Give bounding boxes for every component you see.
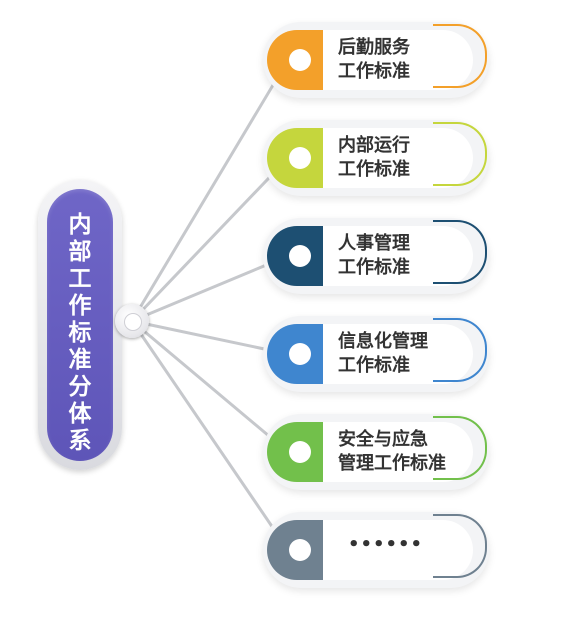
connector-line-4 xyxy=(131,319,289,356)
branch-label-line-1: 内部运行 xyxy=(338,135,410,156)
branch-item: 后勤服务工作标准 xyxy=(263,22,509,98)
branch-ellipsis: •••••• xyxy=(348,534,424,555)
branch-label-line-2: 工作标准 xyxy=(338,61,410,82)
root-node-char: 体 xyxy=(68,401,92,427)
branch-arc-decoration xyxy=(433,514,487,578)
root-node-char: 分 xyxy=(68,374,92,400)
branch-label-line-1: 人事管理 xyxy=(338,233,410,254)
branch-label-line-2: 工作标准 xyxy=(338,159,410,180)
branch-item: 信息化管理工作标准 xyxy=(263,316,509,392)
root-node xyxy=(47,189,113,461)
connector-line-6 xyxy=(130,320,290,551)
branch-item: 人事管理工作标准 xyxy=(263,218,509,294)
root-node-char: 标 xyxy=(68,320,92,346)
connector-group xyxy=(130,59,290,551)
branch-dot-icon xyxy=(289,49,311,71)
hub-circle xyxy=(115,304,149,338)
connector-line-1 xyxy=(130,59,290,322)
root-node-char: 工 xyxy=(68,266,92,292)
branch-label-line-1: 后勤服务 xyxy=(338,37,410,58)
branch-label: 信息化管理工作标准 xyxy=(338,330,498,378)
branch-label-line-1: 安全与应急 xyxy=(338,429,428,450)
branch-dot-icon xyxy=(289,147,311,169)
root-node-char: 作 xyxy=(68,293,92,319)
branch-arc-decoration xyxy=(433,416,487,480)
root-node-char: 内 xyxy=(68,212,92,238)
branch-label: 内部运行工作标准 xyxy=(338,134,498,182)
branch-dot-icon xyxy=(289,245,311,267)
connector-line-3 xyxy=(131,254,289,323)
branch-item: 安全与应急管理工作标准 xyxy=(263,414,509,490)
branch-item: 内部运行工作标准 xyxy=(263,120,509,196)
branch-dot-icon xyxy=(289,539,311,561)
root-node-char: 准 xyxy=(68,347,92,373)
root-node-char: 系 xyxy=(68,428,92,454)
branch-label-line-2: 工作标准 xyxy=(338,355,410,376)
branch-arc-decoration xyxy=(433,220,487,284)
branch-item: •••••• xyxy=(263,512,509,588)
branch-arc-decoration xyxy=(433,24,487,88)
branch-label: 安全与应急管理工作标准 xyxy=(338,428,498,476)
connector-line-2 xyxy=(130,156,290,323)
branch-dot-icon xyxy=(289,441,311,463)
connector-line-5 xyxy=(131,319,289,454)
branch-label-line-2: 管理工作标准 xyxy=(338,453,446,474)
branch-label-line-2: 工作标准 xyxy=(338,257,410,278)
root-node-char: 部 xyxy=(68,239,92,265)
branch-label: 人事管理工作标准 xyxy=(338,232,498,280)
branch-arc-decoration xyxy=(433,318,487,382)
branch-arc-decoration xyxy=(433,122,487,186)
branch-label-line-1: 信息化管理 xyxy=(338,331,428,352)
root-node-label: 内部工作标准分体系 xyxy=(47,212,113,455)
branch-dot-icon xyxy=(289,343,311,365)
branch-label: 后勤服务工作标准 xyxy=(338,36,498,84)
